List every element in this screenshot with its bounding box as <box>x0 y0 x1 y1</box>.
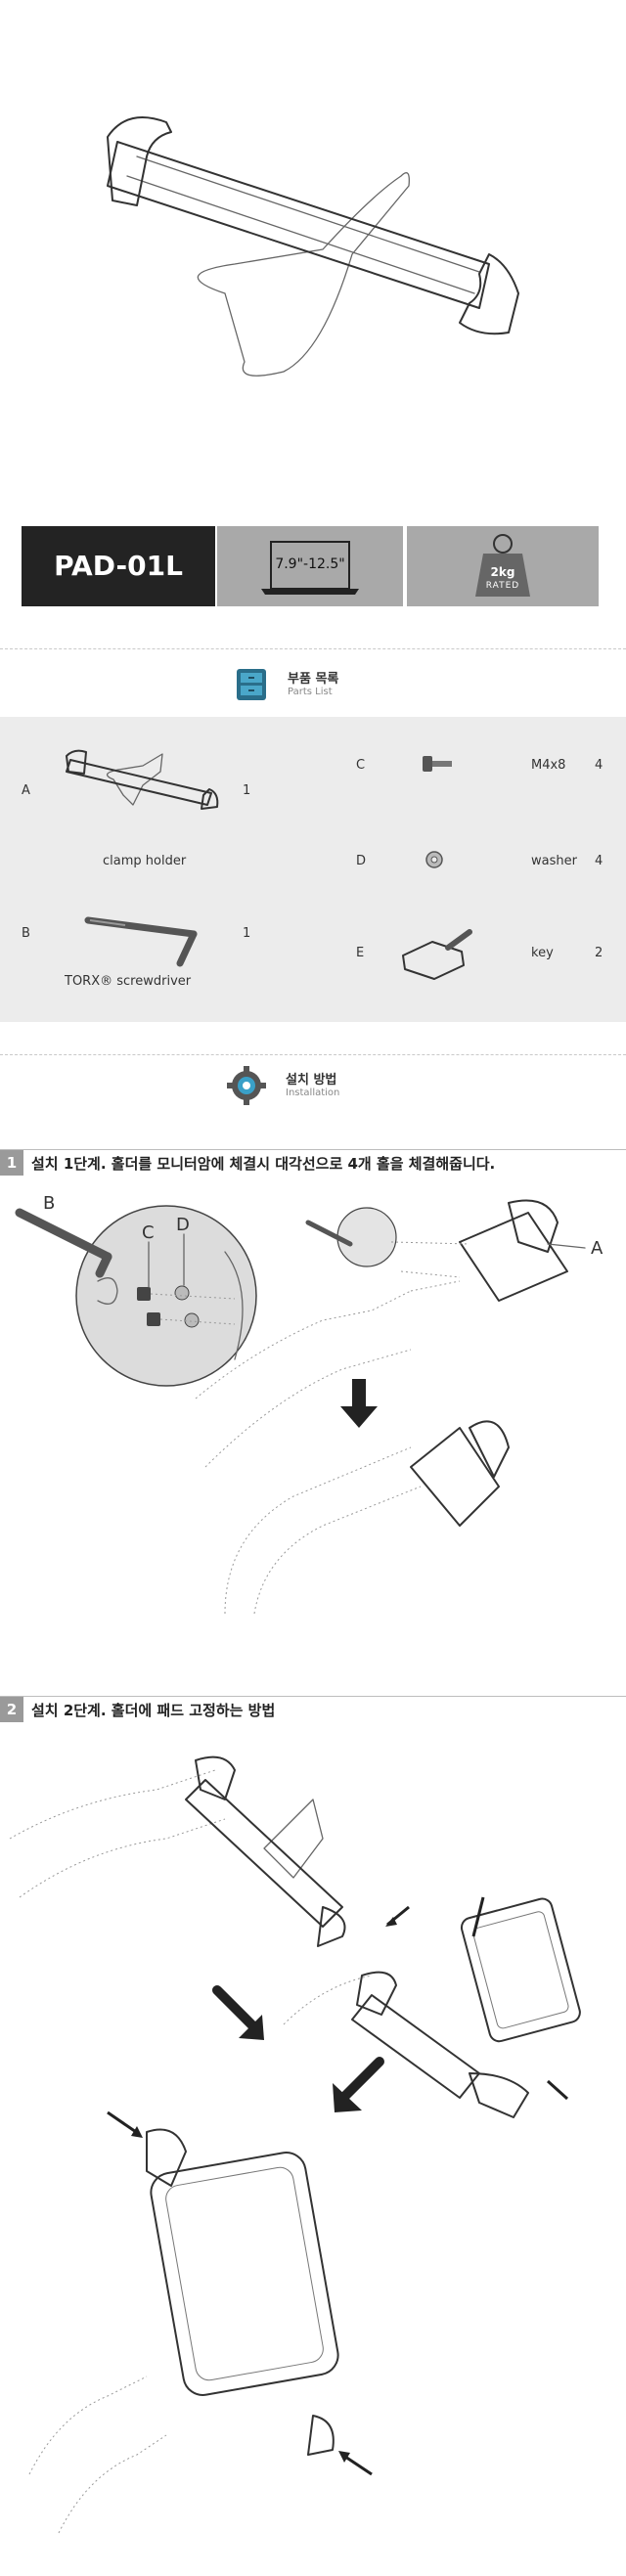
rated-label: RATED <box>485 581 520 591</box>
model-name: PAD-01L <box>54 550 183 582</box>
step-1-text: 설치 1단계. 홀더를 모니터암에 체결시 대각선으로 4개 홀을 체결해줍니다… <box>31 1155 496 1173</box>
clamp-holder-icon <box>66 749 219 810</box>
step-1-illustration: B C D A <box>15 1193 604 1615</box>
step-2-illustration <box>9 1755 581 2534</box>
part-letter-e: E <box>356 946 365 960</box>
part-qty-e: 2 <box>595 946 604 960</box>
part-name-e: key <box>531 946 554 960</box>
washer-icon <box>425 851 443 868</box>
part-qty-c: 4 <box>595 758 604 773</box>
installation-title: 설치 방법 <box>286 1073 337 1088</box>
divider <box>0 648 626 649</box>
callout-label-d: D <box>176 1215 190 1235</box>
step-1-number: 1 <box>0 1150 23 1176</box>
part-letter-b: B <box>22 926 30 941</box>
size-range-text: 7.9"-12.5" <box>275 556 345 572</box>
part-name-a: clamp holder <box>103 854 187 868</box>
model-box: PAD-01L <box>22 526 215 606</box>
parts-title: 부품 목록 <box>288 672 339 687</box>
callout-label-b: B <box>43 1193 55 1214</box>
part-name-c: M4x8 <box>531 758 566 773</box>
weight-rating-box: 2kg RATED <box>407 526 599 606</box>
step-2-text: 설치 2단계. 홀더에 패드 고정하는 방법 <box>31 1702 276 1719</box>
part-name-d: washer <box>531 854 577 868</box>
parts-panel: A 1 clamp holder B 1 TORX® screwdriver C… <box>0 717 626 1022</box>
step-2-heading: 2 설치 2단계. 홀더에 패드 고정하는 방법 <box>0 1696 626 1722</box>
weight-icon <box>475 534 530 597</box>
part-qty-d: 4 <box>595 854 604 868</box>
part-letter-c: C <box>356 758 366 773</box>
parts-box-icon <box>237 669 266 700</box>
step-1-heading: 1 설치 1단계. 홀더를 모니터암에 체결시 대각선으로 4개 홀을 체결해줍… <box>0 1149 626 1176</box>
key-icon <box>402 929 472 980</box>
part-letter-d: D <box>356 854 367 868</box>
part-name-b: TORX® screwdriver <box>65 974 192 989</box>
gear-icon <box>227 1066 266 1105</box>
m4x8-screw-icon <box>423 756 452 772</box>
part-letter-a: A <box>22 783 30 798</box>
parts-subtitle: Parts List <box>288 687 333 697</box>
weight-value: 2kg <box>490 565 515 579</box>
laptop-icon <box>261 541 359 595</box>
part-qty-a: 1 <box>243 783 251 798</box>
callout-label-a: A <box>591 1238 604 1259</box>
part-qty-b: 1 <box>243 926 251 941</box>
size-range-box: 7.9"-12.5" <box>217 526 403 606</box>
clamp-holder-hero-illustration <box>107 116 519 377</box>
torx-screwdriver-icon <box>84 916 198 967</box>
divider <box>0 1054 626 1055</box>
installation-subtitle: Installation <box>286 1088 340 1098</box>
step-2-number: 2 <box>0 1697 23 1722</box>
callout-label-c: C <box>142 1222 155 1243</box>
